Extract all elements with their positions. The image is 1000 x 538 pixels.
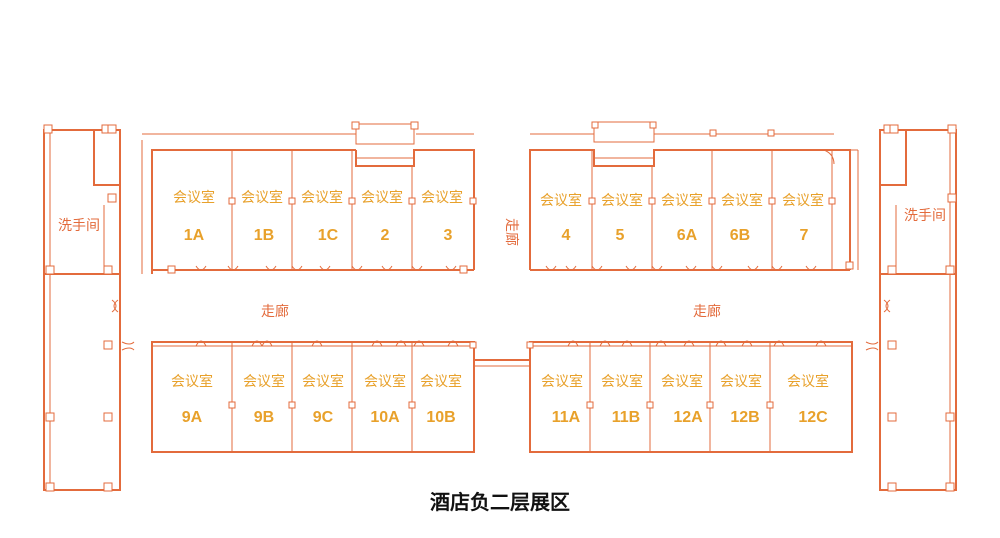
room-type-label: 会议室 <box>302 373 344 390</box>
room-type-label: 会议室 <box>661 373 703 390</box>
left-washroom-block <box>43 124 135 492</box>
room-type-label: 会议室 <box>601 192 643 209</box>
page-title: 酒店负二层展区 <box>430 490 570 514</box>
room-type-label: 会议室 <box>173 189 215 206</box>
room-2[interactable]: 会议室 2 <box>361 189 403 244</box>
corridor-label-right: 走廊 <box>693 303 721 320</box>
room-9C[interactable]: 会议室 9C <box>302 373 344 426</box>
room-6B[interactable]: 会议室 6B <box>721 192 763 244</box>
room-type-label: 会议室 <box>361 189 403 206</box>
room-5[interactable]: 会议室 5 <box>601 192 643 244</box>
room-12A[interactable]: 会议室 12A <box>661 373 703 426</box>
room-number: 6A <box>677 227 698 244</box>
right-washroom-label: 洗手间 <box>904 208 946 224</box>
room-number: 4 <box>562 227 571 244</box>
room-number: 6B <box>730 227 750 244</box>
room-7[interactable]: 会议室 7 <box>782 192 824 244</box>
top-right-room-block <box>529 121 859 271</box>
room-number: 9B <box>254 409 274 426</box>
bottom-connector <box>474 359 530 367</box>
room-number: 12A <box>673 409 703 426</box>
corridor-label-vertical: 走廊 <box>503 218 520 246</box>
room-number: 10B <box>426 409 455 426</box>
room-type-label: 会议室 <box>541 373 583 390</box>
right-washroom-block <box>865 124 957 492</box>
room-number: 10A <box>370 409 400 426</box>
room-type-label: 会议室 <box>421 189 463 206</box>
corridor-label-left: 走廊 <box>261 303 289 320</box>
room-type-label: 会议室 <box>782 192 824 209</box>
room-10A[interactable]: 会议室 10A <box>364 373 406 426</box>
room-type-label: 会议室 <box>661 192 703 209</box>
room-type-label: 会议室 <box>721 192 763 209</box>
bottom-right-room-block <box>526 340 853 453</box>
room-number: 12C <box>798 409 828 426</box>
left-washroom-label: 洗手间 <box>58 218 100 234</box>
room-9A[interactable]: 会议室 9A <box>171 373 213 426</box>
bottom-left-room-block <box>151 340 477 453</box>
room-number: 1C <box>318 227 339 244</box>
room-type-label: 会议室 <box>243 373 285 390</box>
room-type-label: 会议室 <box>171 373 213 390</box>
room-number: 1A <box>184 227 205 244</box>
room-type-label: 会议室 <box>720 373 762 390</box>
room-type-label: 会议室 <box>420 373 462 390</box>
room-9B[interactable]: 会议室 9B <box>243 373 285 426</box>
room-3[interactable]: 会议室 3 <box>421 189 463 244</box>
room-type-label: 会议室 <box>241 189 283 206</box>
room-number: 12B <box>730 409 759 426</box>
room-type-label: 会议室 <box>787 373 829 390</box>
room-number: 5 <box>616 227 625 244</box>
room-4[interactable]: 会议室 4 <box>540 192 582 244</box>
room-12C[interactable]: 会议室 12C <box>787 373 829 426</box>
room-11A[interactable]: 会议室 11A <box>541 373 583 426</box>
room-number: 11A <box>552 409 581 426</box>
room-number: 9A <box>182 409 203 426</box>
room-10B[interactable]: 会议室 10B <box>420 373 462 426</box>
room-number: 3 <box>444 227 453 244</box>
room-6A[interactable]: 会议室 6A <box>661 192 703 244</box>
room-1B[interactable]: 会议室 1B <box>241 189 283 244</box>
room-1C[interactable]: 会议室 1C <box>301 189 343 244</box>
room-type-label: 会议室 <box>301 189 343 206</box>
room-12B[interactable]: 会议室 12B <box>720 373 762 426</box>
room-1A[interactable]: 会议室 1A <box>173 189 215 244</box>
room-number: 11B <box>612 409 640 426</box>
room-type-label: 会议室 <box>601 373 643 390</box>
room-11B[interactable]: 会议室 11B <box>601 373 643 426</box>
room-number: 7 <box>800 227 809 244</box>
room-number: 2 <box>381 227 390 244</box>
room-type-label: 会议室 <box>540 192 582 209</box>
room-number: 1B <box>254 227 274 244</box>
room-number: 9C <box>313 409 334 426</box>
top-left-room-block <box>141 121 477 274</box>
room-type-label: 会议室 <box>364 373 406 390</box>
